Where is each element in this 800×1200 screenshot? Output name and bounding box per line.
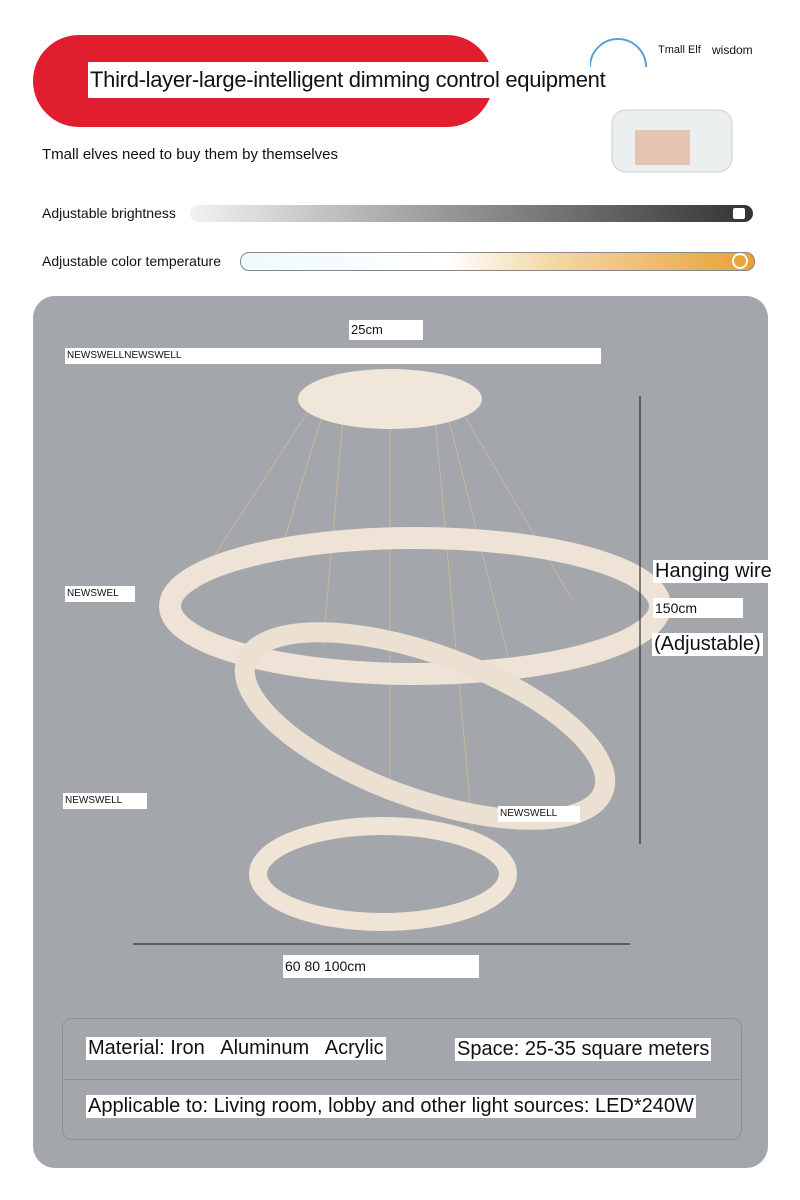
brightness-label: Adjustable brightness [42,205,176,221]
color-temp-slider[interactable] [240,252,755,271]
wire-length: 150cm [653,598,743,618]
brand-tag: NEWSWEL [65,586,135,602]
brand-bar: NEWSWELLNEWSWELL [65,348,601,364]
spec-space: Space: 25-35 square meters [455,1038,712,1061]
spec-applicable: Applicable to: Living room, lobby and ot… [86,1095,696,1118]
spec-box [62,1018,742,1140]
wire-adjustable: (Adjustable) [652,633,763,656]
brightness-slider[interactable] [190,205,753,222]
chandelier-image [133,369,671,945]
subtitle: Tmall elves need to buy them by themselv… [42,146,338,163]
color-temp-handle[interactable] [732,253,748,269]
brightness-handle[interactable] [733,208,745,219]
page-title: Third-layer-large-intelligent dimming co… [88,62,702,98]
wire-label: Hanging wire [653,560,774,583]
speaker-label: Tmall Elf [658,44,701,56]
top-dimension: 25cm [349,320,423,340]
speaker-image [589,35,750,180]
color-temp-label: Adjustable color temperature [42,253,221,269]
width-dimension: 60 80 100cm [283,955,479,978]
brand-tag: NEWSWELL [498,806,580,822]
product-panel [33,296,768,1168]
brand-tag: NEWSWELL [63,793,147,809]
speaker-label-2: wisdom [712,43,753,57]
spec-material: Material: Iron Aluminum Acrylic [86,1037,386,1060]
